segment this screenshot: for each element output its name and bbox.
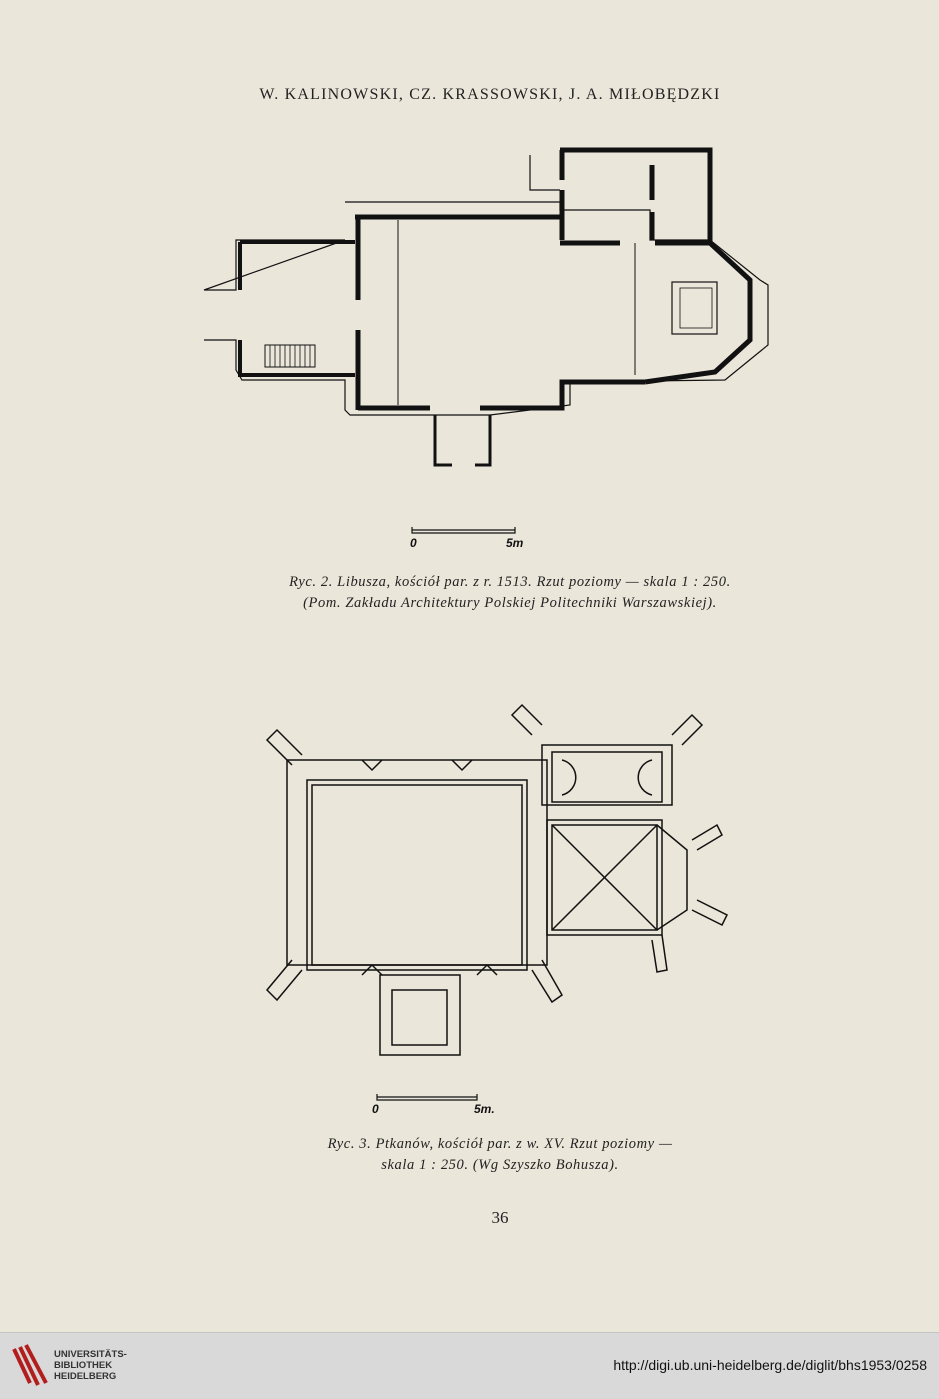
university-library-logo-icon[interactable] (10, 1343, 50, 1389)
library-name: UNIVERSITÄTS- BIBLIOTHEK HEIDELBERG (54, 1349, 127, 1382)
scale-bar-1 (411, 527, 516, 534)
page-number: 36 (491, 1208, 509, 1227)
figure-2-caption-line-2: skala 1 : 250. (Wg Szyszko Bohusza). (381, 1157, 619, 1173)
scale-bar-1-zero: 0 (410, 536, 417, 550)
libusza-floor-plan (203, 147, 769, 467)
figure-1-caption-line-1: Ryc. 2. Libusza, kościół par. z r. 1513.… (289, 574, 731, 590)
running-head: W. KALINOWSKI, CZ. KRASSOWSKI, J. A. MIŁ… (259, 86, 721, 103)
figure-2-caption: Ryc. 3. Ptkanów, kościół par. z w. XV. R… (250, 1134, 750, 1176)
scale-bar-2 (376, 1094, 478, 1101)
library-name-line-3: HEIDELBERG (54, 1371, 117, 1382)
ptkanow-floor-plan (265, 703, 729, 1056)
scale-bar-1-end: 5m (506, 536, 524, 550)
library-footer: UNIVERSITÄTS- BIBLIOTHEK HEIDELBERG http… (0, 1332, 939, 1399)
library-name-line-2: BIBLIOTHEK (54, 1360, 113, 1371)
source-url-link[interactable]: http://digi.ub.uni-heidelberg.de/diglit/… (613, 1357, 927, 1373)
scale-bar-2-end: 5m. (474, 1102, 495, 1116)
book-page: W. KALINOWSKI, CZ. KRASSOWSKI, J. A. MIŁ… (200, 86, 820, 1227)
scale-bar-2-zero: 0 (372, 1102, 379, 1116)
figure-1-caption-line-2: (Pom. Zakładu Architektury Polskiej Poli… (303, 595, 717, 611)
library-name-line-1: UNIVERSITÄTS- (54, 1349, 127, 1360)
figure-1-caption: Ryc. 2. Libusza, kościół par. z r. 1513.… (200, 572, 820, 614)
figure-2-caption-line-1: Ryc. 3. Ptkanów, kościół par. z w. XV. R… (327, 1136, 673, 1152)
